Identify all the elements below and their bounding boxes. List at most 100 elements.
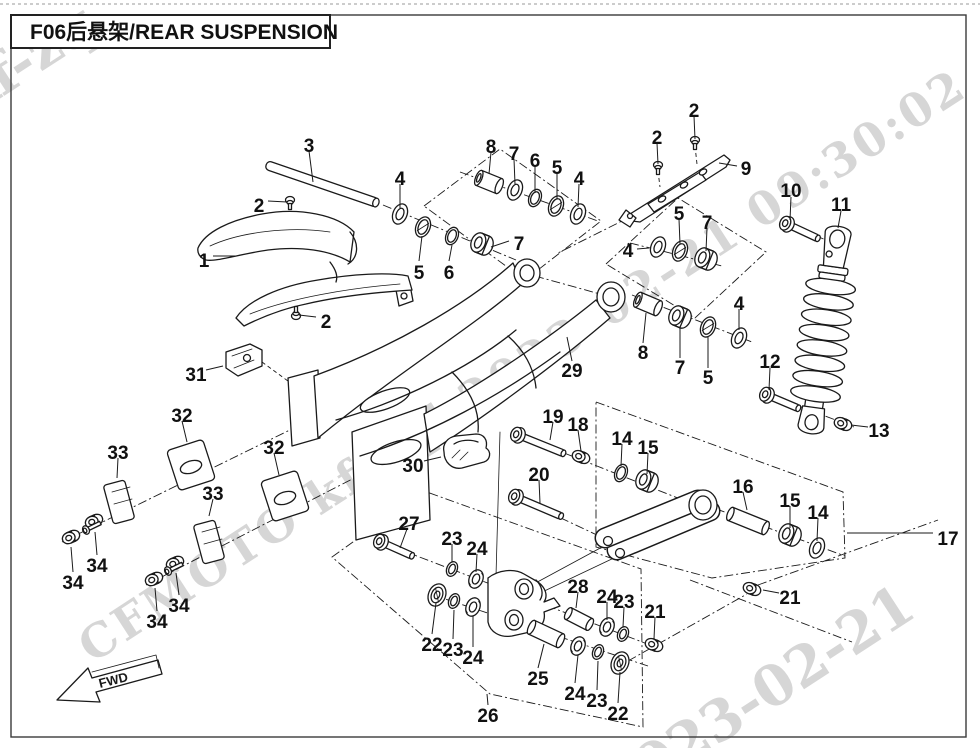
part-callout-29: 29 [561, 361, 582, 382]
callout-leader-9 [718, 162, 738, 167]
callout-leader-21 [653, 616, 656, 640]
title-box [10, 14, 331, 49]
bolt [507, 424, 570, 463]
part-callout-7: 7 [675, 358, 686, 379]
part-callout-4: 4 [734, 294, 745, 315]
part-callout-24: 24 [462, 648, 484, 669]
callout-leader-2 [298, 314, 317, 318]
o-ring [445, 591, 463, 611]
o-ring [443, 559, 461, 579]
part-callout-7: 7 [509, 144, 520, 165]
spacer-pin [562, 605, 596, 633]
part-callout-5: 5 [703, 368, 714, 389]
callout-leader-30 [423, 456, 442, 462]
part-callout-33: 33 [107, 443, 128, 464]
part-callout-21: 21 [779, 588, 801, 609]
part-callout-5: 5 [552, 158, 563, 179]
spacer-pin [524, 618, 568, 650]
callout-leader-2 [267, 200, 288, 203]
part-callout-3: 3 [304, 136, 315, 157]
chain-guide-bracket [618, 154, 731, 228]
clamp-block-33 [103, 479, 135, 525]
part-callout-4: 4 [574, 169, 585, 190]
callout-leader-23 [622, 606, 625, 628]
part-callout-6: 6 [444, 263, 455, 284]
part-callout-34: 34 [146, 612, 168, 633]
callout-leader-10 [789, 196, 792, 221]
part-callout-32: 32 [263, 438, 284, 459]
callout-leader-34 [94, 531, 98, 556]
callout-leader-28 [575, 591, 579, 609]
callout-leader-3 [308, 150, 314, 183]
bolt [505, 486, 567, 526]
part-callout-23: 23 [442, 640, 463, 661]
callout-leader-14 [620, 443, 623, 467]
part-callout-18: 18 [567, 415, 588, 436]
axle-rod [265, 160, 380, 208]
shock-absorber [790, 225, 857, 435]
shock-lower-eye [804, 414, 819, 431]
callout-leader-34 [175, 572, 180, 596]
callout-leader-27 [399, 528, 408, 549]
swingarm-slot [359, 387, 411, 413]
callout-leader-26 [486, 693, 489, 706]
swingarm [287, 258, 626, 541]
part-callout-26: 26 [477, 706, 498, 727]
bolt [370, 531, 418, 565]
part-callout-24: 24 [466, 539, 488, 560]
callout-leader-12 [768, 367, 771, 391]
guide-plate-32 [260, 470, 310, 522]
hose-guide-31 [225, 343, 263, 377]
linkage-arms [594, 489, 721, 561]
diagram-border [10, 14, 967, 738]
callout-leader-33 [116, 457, 119, 479]
callout-leader-5 [418, 235, 423, 262]
bolt [776, 213, 824, 248]
o-ring [589, 642, 607, 662]
part-callout-9: 9 [741, 159, 752, 180]
part-callout-24: 24 [596, 587, 618, 608]
callout-leader-7 [705, 227, 708, 252]
callout-leader-15 [646, 452, 649, 475]
part-callout-2: 2 [321, 312, 332, 333]
part-callout-11: 11 [831, 195, 852, 216]
part-callout-13: 13 [868, 421, 889, 442]
part-callout-34: 34 [86, 556, 108, 577]
part-callout-8: 8 [486, 137, 497, 158]
clamp-block-33 [193, 519, 225, 565]
part-callout-15: 15 [637, 438, 659, 459]
bearing [567, 633, 589, 659]
callout-leader-24 [574, 654, 579, 684]
part-callout-23: 23 [586, 691, 607, 712]
nut [570, 448, 592, 466]
callout-leader-18 [577, 429, 582, 452]
callout-leader-34 [70, 546, 74, 573]
callout-leader-34 [154, 587, 158, 612]
dust-cap [424, 580, 450, 610]
part-callout-4: 4 [395, 169, 406, 190]
part-callout-16: 16 [732, 477, 753, 498]
linkage-pin [724, 505, 772, 537]
callout-leader-2 [693, 115, 696, 140]
part-callout-22: 22 [421, 635, 442, 656]
callout-leader-8 [488, 151, 492, 175]
part-callout-2: 2 [689, 101, 700, 122]
nut [741, 580, 763, 598]
nut [59, 527, 83, 547]
o-ring [614, 624, 632, 644]
guide-plate-32 [166, 439, 216, 491]
part-callout-14: 14 [807, 503, 829, 524]
part-callout-24: 24 [564, 684, 586, 705]
suspension-rocker [487, 569, 561, 638]
part-callout-32: 32 [171, 406, 192, 427]
callout-leader-22 [617, 671, 621, 704]
screw [290, 305, 302, 321]
pivot-bearing-set-left [388, 168, 590, 259]
part-callout-5: 5 [674, 204, 685, 225]
callout-leader-4 [577, 183, 580, 208]
fwd-arrow: FWD [56, 654, 163, 703]
callout-leader-7 [490, 240, 510, 248]
part-callout-17: 17 [937, 529, 958, 550]
